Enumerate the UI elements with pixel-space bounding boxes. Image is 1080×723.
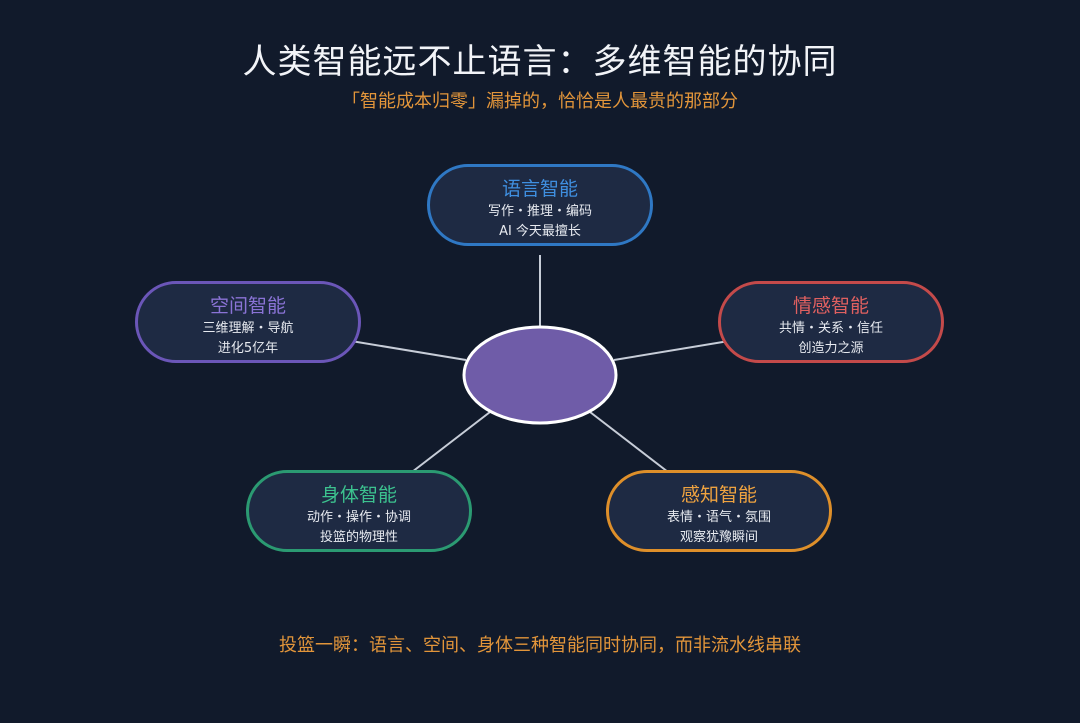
footer-caption: 投篮一瞬：语言、空间、身体三种智能同时协同，而非流水线串联 xyxy=(279,635,801,656)
node-description: 表情・语气・氛围 xyxy=(666,510,771,525)
center-node xyxy=(462,325,618,425)
node-title: 身体智能 xyxy=(320,484,397,506)
node-title: 感知智能 xyxy=(680,484,757,506)
node-description: 动作・操作・协调 xyxy=(306,510,411,525)
node-title: 情感智能 xyxy=(792,295,869,317)
page-subtitle: 「智能成本归零」漏掉的，恰恰是人最贵的那部分 xyxy=(342,91,738,112)
node-spatial-intelligence: 空间智能 三维理解・导航 进化5亿年 xyxy=(135,281,361,363)
node-emotional-intelligence: 情感智能 共情・关系・信任 创造力之源 xyxy=(718,281,944,363)
connector-bodily xyxy=(411,411,491,473)
node-bodily-intelligence: 身体智能 动作・操作・协调 投篮的物理性 xyxy=(246,470,472,552)
node-note: 进化5亿年 xyxy=(217,341,279,356)
node-title: 语言智能 xyxy=(501,178,578,200)
node-description: 三维理解・导航 xyxy=(202,321,294,336)
page-title: 人类智能远不止语言：多维智能的协同 xyxy=(242,42,838,82)
node-description: 共情・关系・信任 xyxy=(778,321,883,336)
node-perceptual-intelligence: 感知智能 表情・语气・氛围 观察犹豫瞬间 xyxy=(606,470,832,552)
node-note: 创造力之源 xyxy=(798,341,864,356)
node-title: 空间智能 xyxy=(209,295,286,317)
connector-perceptual xyxy=(589,411,669,473)
node-note: AI 今天最擅长 xyxy=(499,224,581,239)
node-language-intelligence: 语言智能 写作・推理・编码 AI 今天最擅长 xyxy=(427,164,653,246)
node-description: 写作・推理・编码 xyxy=(487,204,592,219)
node-note: 投篮的物理性 xyxy=(319,530,398,545)
node-note: 观察犹豫瞬间 xyxy=(679,530,758,545)
